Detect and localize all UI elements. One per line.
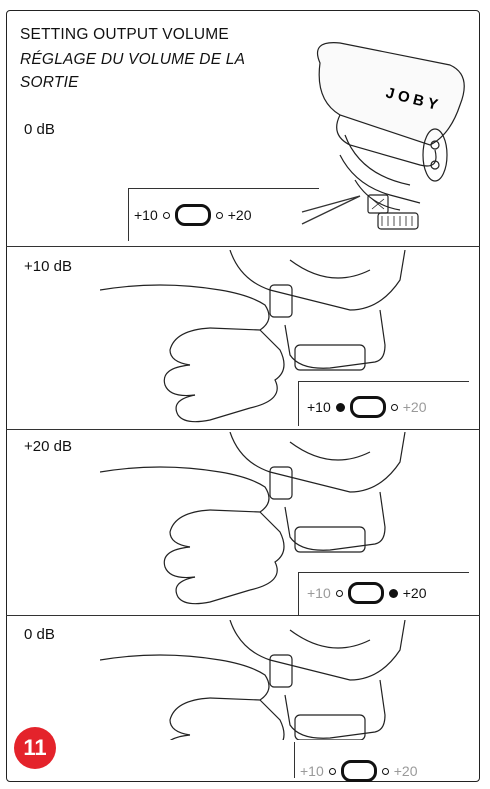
level-label-20db: +20 dB bbox=[24, 438, 72, 455]
switch-dot-left bbox=[335, 589, 343, 597]
switch-dot-left bbox=[162, 211, 170, 219]
switch-label-plus10: +10 bbox=[300, 763, 324, 779]
title-french: RÉGLAGE DU VOLUME DE LA bbox=[20, 51, 246, 68]
switch-dot-right bbox=[215, 211, 223, 219]
switch-dot-left bbox=[328, 767, 336, 775]
callout-box bbox=[298, 572, 469, 615]
switch-indicator-center: +10 +20 bbox=[300, 760, 418, 782]
switch-label-plus20: +20 bbox=[402, 399, 427, 415]
switch-slider-icon bbox=[174, 204, 211, 226]
switch-indicator-plus10: +10 +20 bbox=[307, 396, 427, 418]
switch-indicator-center: +10 +20 bbox=[134, 204, 252, 226]
panel-divider-2 bbox=[6, 429, 480, 430]
switch-dot-left-active bbox=[335, 402, 345, 412]
switch-label-plus20: +20 bbox=[393, 763, 418, 779]
hand-adjusting-switch-illustration bbox=[100, 432, 406, 605]
title-english: SETTING OUTPUT VOLUME bbox=[20, 26, 229, 43]
level-label-10db: +10 dB bbox=[24, 258, 72, 275]
switch-slider-icon bbox=[347, 582, 384, 604]
switch-indicator-plus20: +10 +20 bbox=[307, 582, 427, 604]
callout-box bbox=[128, 188, 319, 241]
hand-adjusting-switch-illustration bbox=[100, 250, 406, 423]
level-label-0db: 0 dB bbox=[24, 626, 55, 643]
callout-box bbox=[294, 742, 465, 778]
hand-adjusting-switch-illustration bbox=[100, 620, 406, 740]
switch-label-plus10: +10 bbox=[307, 585, 331, 601]
callout-box bbox=[298, 381, 469, 426]
page-number: 11 bbox=[23, 735, 47, 760]
switch-label-plus20: +20 bbox=[227, 207, 252, 223]
switch-slider-icon bbox=[340, 760, 377, 782]
panel-divider-3 bbox=[6, 615, 480, 616]
switch-label-plus10: +10 bbox=[307, 399, 331, 415]
page-number-badge: 11 bbox=[14, 727, 56, 769]
switch-dot-right bbox=[390, 403, 398, 411]
panel-divider-1 bbox=[6, 246, 480, 247]
microphone-illustration: JOBY bbox=[316, 42, 465, 230]
switch-dot-right-active bbox=[388, 588, 398, 598]
callout-pointer bbox=[301, 195, 361, 225]
manual-page bbox=[6, 10, 480, 782]
switch-label-plus20: +20 bbox=[402, 585, 427, 601]
title-french-cont: SORTIE bbox=[20, 74, 79, 91]
switch-dot-right bbox=[381, 767, 389, 775]
switch-label-plus10: +10 bbox=[134, 207, 158, 223]
switch-slider-icon bbox=[349, 396, 386, 418]
level-label-0db: 0 dB bbox=[24, 121, 55, 138]
